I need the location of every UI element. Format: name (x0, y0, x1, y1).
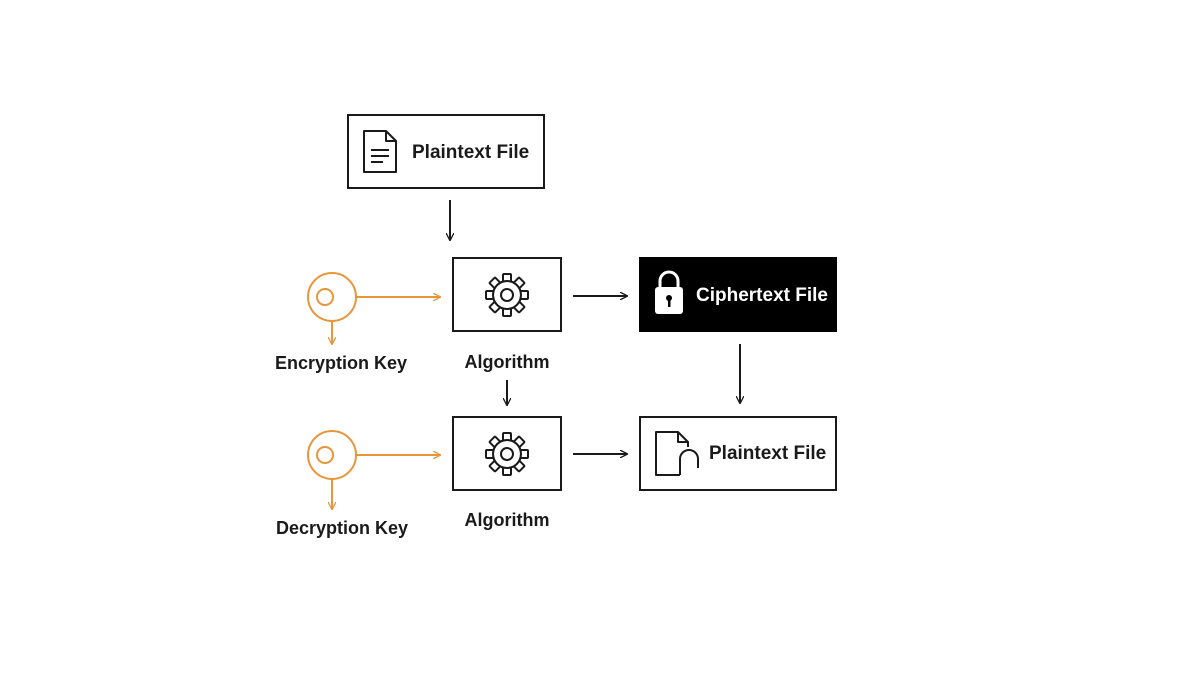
document-icon (363, 130, 397, 173)
encryption-algorithm-node: Algorithm (452, 257, 562, 372)
decryption-key-label: Decryption Key (276, 518, 408, 538)
decryption-key-node: Decryption Key (276, 430, 408, 538)
key-icon (307, 430, 357, 480)
gear-icon (485, 432, 529, 476)
plaintext-output-node: Plaintext File (639, 416, 837, 491)
key-icon (307, 272, 357, 322)
lock-icon (655, 270, 683, 314)
plaintext-output-label: Plaintext File (709, 443, 826, 464)
ciphertext-label: Ciphertext File (696, 285, 828, 306)
decryption-algorithm-label: Algorithm (465, 510, 550, 530)
decryption-algorithm-node: Algorithm (452, 416, 562, 530)
encryption-algorithm-label: Algorithm (465, 352, 550, 372)
gear-icon (485, 273, 529, 317)
encryption-key-node: Encryption Key (275, 272, 407, 373)
plaintext-input-node: Plaintext File (347, 114, 545, 189)
encryption-key-label: Encryption Key (275, 353, 407, 373)
unlocked-document-icon (655, 431, 699, 476)
ciphertext-node: Ciphertext File (639, 257, 837, 332)
plaintext-input-label: Plaintext File (412, 142, 529, 163)
